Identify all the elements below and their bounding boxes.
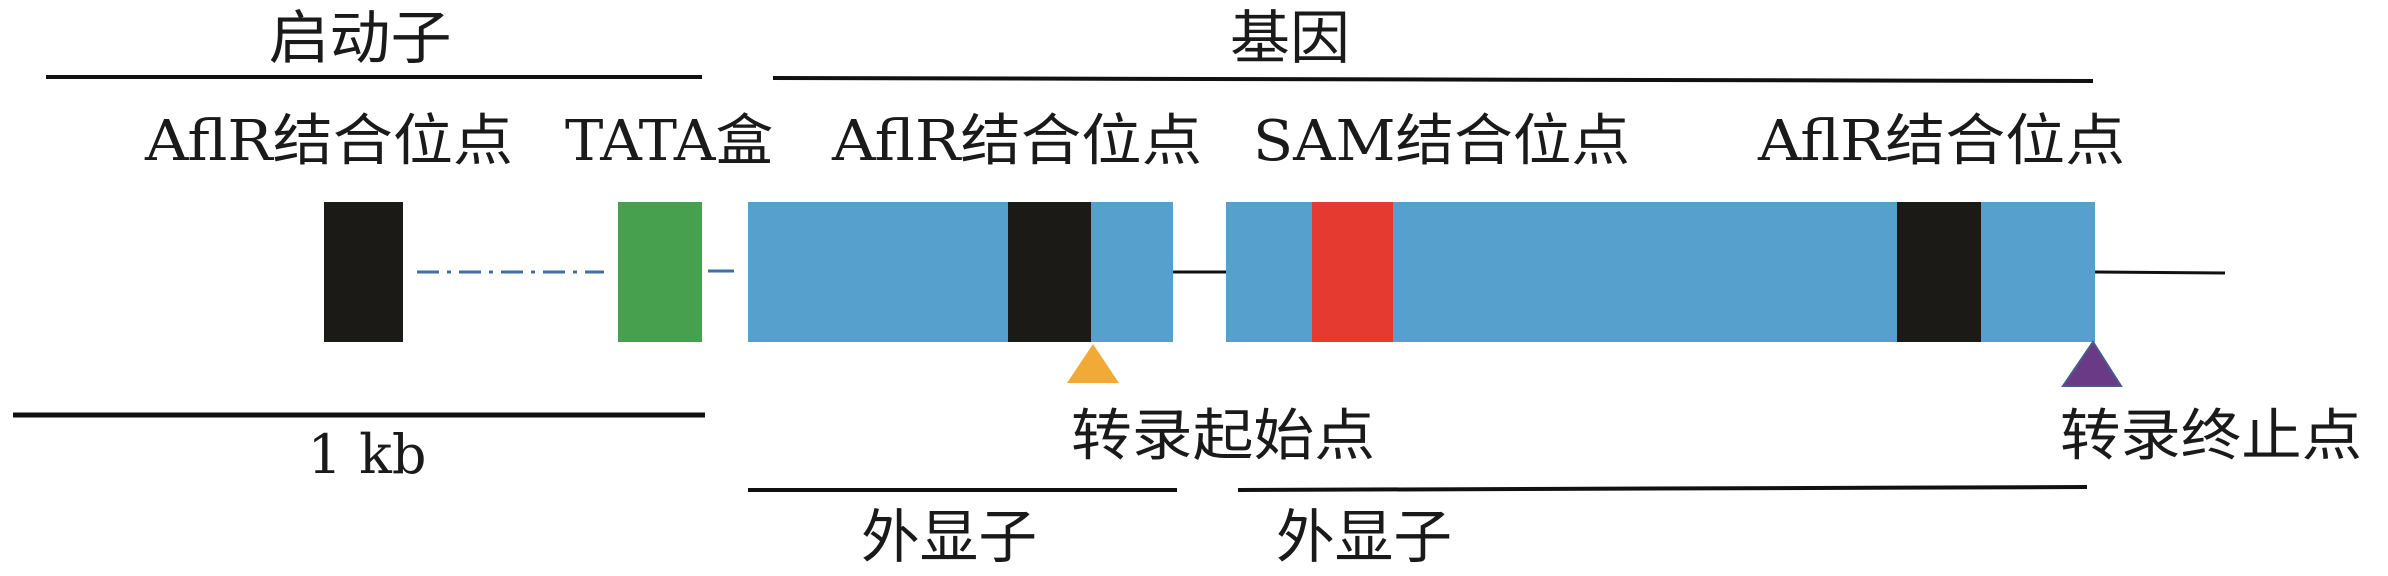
aflr-site-label-2: AflR结合位点 xyxy=(831,109,1202,174)
tss-label: 转录起始点 xyxy=(1071,404,1375,469)
exon-1-box xyxy=(748,202,1173,342)
scale-label: 1 kb xyxy=(308,423,427,486)
tss-triangle-icon xyxy=(1067,344,1119,383)
downstream-line xyxy=(2094,270,2226,275)
exon-2-aflr-site xyxy=(1897,202,1981,342)
tts-label: 转录终止点 xyxy=(2060,404,2362,469)
gene-bracket xyxy=(772,76,2094,83)
promoter-aflr-site-box xyxy=(324,202,403,342)
gene-label: 基因 xyxy=(1230,4,1350,72)
exon-2-label: 外显子 xyxy=(1276,503,1452,571)
aflr-site-label-1: AflR结合位点 xyxy=(144,109,513,174)
exon-1-aflr-site xyxy=(1008,202,1091,342)
tts-triangle-icon xyxy=(2061,340,2123,387)
promoter-label: 启动子 xyxy=(269,4,452,72)
tata-box-label: TATA盒 xyxy=(565,109,773,174)
exon-1-label: 外显子 xyxy=(861,503,1037,571)
aflr-site-label-3: AflR结合位点 xyxy=(1757,109,2125,174)
exon-2-bracket xyxy=(1237,485,2088,492)
sam-site-label: SAM结合位点 xyxy=(1253,109,1630,174)
tata-box xyxy=(618,202,702,342)
sam-site-box xyxy=(1312,202,1393,342)
